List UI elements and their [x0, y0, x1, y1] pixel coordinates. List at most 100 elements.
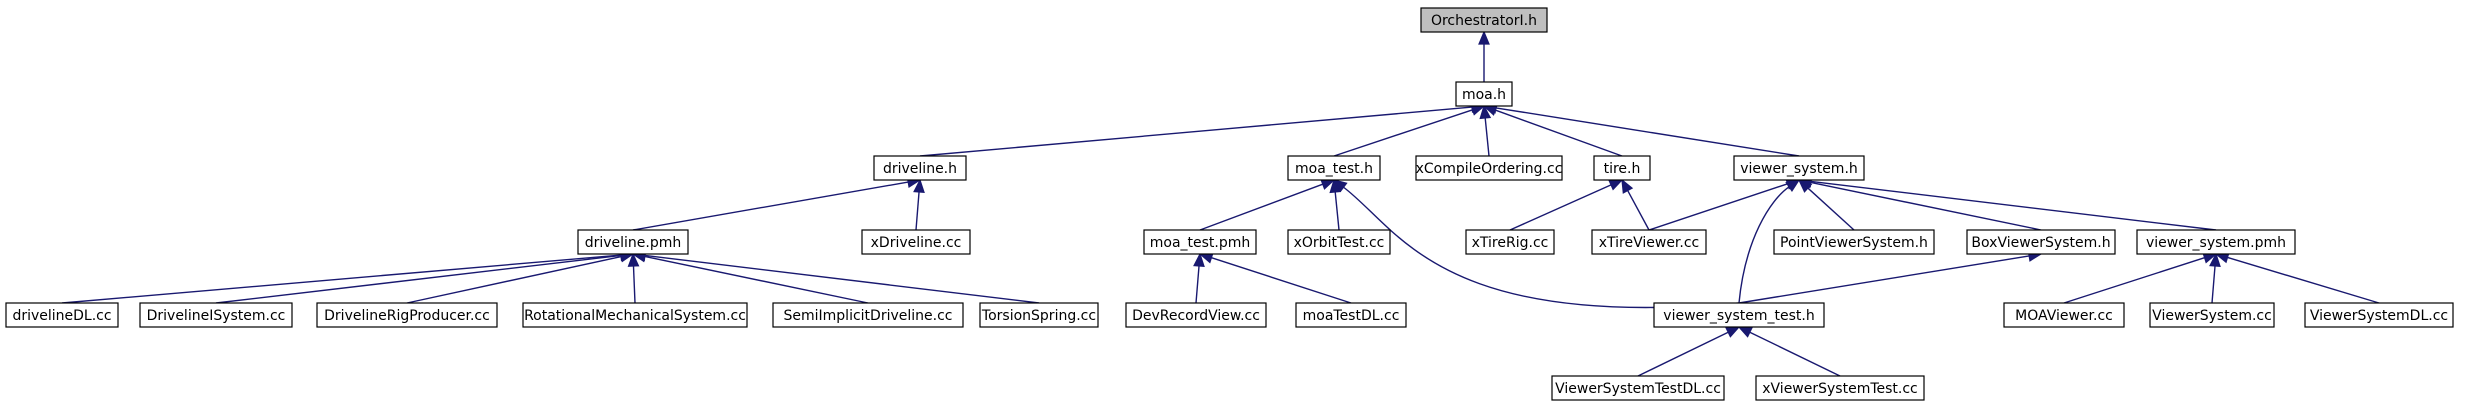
node-viewersystemdl[interactable]: ViewerSystemDL.cc	[2304, 302, 2454, 328]
node-label: moa_test.pmh	[1150, 235, 1251, 251]
edge-drivelinerig-to-driveline_pmh	[406, 250, 635, 304]
edge-line	[632, 181, 909, 231]
node-label: moa_test.h	[1295, 161, 1373, 177]
edge-line	[1343, 186, 1740, 309]
node-xviewersystemtest[interactable]: xViewerSystemTest.cc	[1755, 375, 1925, 401]
node-rotational[interactable]: RotationalMechanicalSystem.cc	[522, 302, 748, 328]
node-boxviewer[interactable]: BoxViewerSystem.h	[1966, 229, 2116, 255]
node-torsion[interactable]: TorsionSpring.cc	[979, 302, 1099, 328]
node-box	[316, 302, 498, 328]
node-box	[139, 302, 293, 328]
node-box	[1551, 375, 1725, 401]
node-label: driveline.pmh	[585, 235, 682, 251]
node-label: xTireRig.cc	[1472, 235, 1549, 251]
edge-xviewersystemtest-to-viewer_system_test_h	[1737, 326, 1841, 377]
node-xorbit[interactable]: xOrbitTest.cc	[1287, 229, 1391, 255]
edge-line	[1807, 187, 1855, 231]
node-box	[1287, 155, 1381, 181]
node-box	[577, 229, 689, 255]
node-box	[2304, 302, 2454, 328]
edge-viewersystemtestdl-to-viewer_system_test_h	[1637, 326, 1741, 377]
node-label: moaTestDL.cc	[1303, 308, 1400, 324]
node-drivelinedl[interactable]: drivelineDL.cc	[5, 302, 119, 328]
node-moatestdl[interactable]: moaTestDL.cc	[1295, 302, 1407, 328]
node-xtirerig[interactable]: xTireRig.cc	[1465, 229, 1555, 255]
node-moaviewer[interactable]: MOAViewer.cc	[2003, 302, 2125, 328]
node-label: ViewerSystem.cc	[2152, 308, 2272, 324]
node-label: BoxViewerSystem.h	[1971, 235, 2110, 251]
edge-line	[644, 255, 869, 304]
node-box	[1755, 375, 1925, 401]
edge-drivelinedl-to-driveline_pmh	[61, 249, 635, 304]
edge-line	[1810, 180, 2217, 231]
edge-line	[1637, 331, 1729, 377]
node-semiimplicit[interactable]: SemiImplicitDriveline.cc	[772, 302, 964, 328]
node-tire-h[interactable]: tire.h	[1593, 155, 1651, 181]
edge-arrowhead	[1193, 252, 1205, 268]
node-pointviewer[interactable]: PointViewerSystem.h	[1773, 229, 1935, 255]
node-box	[2003, 302, 2125, 328]
node-label: driveline.h	[883, 161, 957, 177]
edge-line	[1749, 331, 1841, 377]
node-moa-test-pmh[interactable]: moa_test.pmh	[1143, 229, 1257, 255]
node-box	[1287, 229, 1391, 255]
node-label: TorsionSpring.cc	[981, 308, 1096, 324]
node-orch: OrchestratorI.h	[1420, 7, 1548, 33]
edge-line	[1333, 109, 1473, 157]
edge-arrowhead	[1725, 326, 1741, 338]
edge-arrowhead	[1785, 179, 1801, 193]
node-viewer-system-test-h[interactable]: viewer_system_test.h	[1653, 302, 1825, 328]
node-label: viewer_system_test.h	[1663, 308, 1814, 324]
edge-xcompile-to-moa	[1479, 104, 1492, 157]
edge-layer	[61, 30, 2380, 377]
node-drivelinerig[interactable]: DrivelineRigProducer.cc	[316, 302, 498, 328]
edge-line	[915, 191, 920, 231]
node-label: DrivelineRigProducer.cc	[324, 308, 490, 324]
node-label: xCompileOrdering.cc	[1416, 161, 1563, 177]
edge-line	[919, 106, 1473, 157]
node-xdriveline[interactable]: xDriveline.cc	[861, 229, 971, 255]
node-devrecord[interactable]: DevRecordView.cc	[1125, 302, 1267, 328]
node-box	[1295, 302, 1407, 328]
edge-line	[2063, 257, 2205, 304]
node-moa[interactable]: moa.h	[1455, 81, 1513, 107]
node-driveline-h[interactable]: driveline.h	[873, 155, 967, 181]
node-xtireviewer[interactable]: xTireViewer.cc	[1591, 229, 1707, 255]
node-xcompile[interactable]: xCompileOrdering.cc	[1415, 155, 1563, 181]
edge-xdriveline-to-driveline_h	[913, 178, 925, 231]
node-drivelinesystem[interactable]: DrivelineISystem.cc	[139, 302, 293, 328]
edge-semiimplicit-to-driveline_pmh	[631, 250, 869, 304]
node-box	[1465, 229, 1555, 255]
edge-drivelinesystem-to-driveline_pmh	[215, 249, 635, 304]
node-box	[1733, 155, 1865, 181]
node-viewer-system-h[interactable]: viewer_system.h	[1733, 155, 1865, 181]
edge-moa_test_pmh-to-moa_test_h	[1199, 178, 1336, 231]
edge-xtireviewer-to-tire_h	[1621, 178, 1650, 231]
node-box	[1773, 229, 1935, 255]
node-driveline-pmh[interactable]: driveline.pmh	[577, 229, 689, 255]
edge-driveline_h-to-moa	[919, 101, 1486, 157]
edge-xtireviewer-to-viewer_system_h	[1648, 178, 1801, 231]
edge-line	[1211, 257, 1352, 304]
node-viewersystemtestdl[interactable]: ViewerSystemTestDL.cc	[1551, 375, 1725, 401]
edge-line	[1334, 191, 1340, 231]
node-box	[5, 302, 119, 328]
node-viewer-system-pmh[interactable]: viewer_system.pmh	[2136, 229, 2296, 255]
edge-arrowhead	[1478, 30, 1490, 45]
edge-moa-to-orch	[1478, 30, 1490, 82]
node-label: DevRecordView.cc	[1132, 308, 1260, 324]
edge-line	[1495, 107, 1800, 157]
edge-viewer_system_h-to-moa	[1482, 102, 1800, 157]
node-viewersystemcc[interactable]: ViewerSystem.cc	[2149, 302, 2275, 328]
edge-line	[1495, 109, 1623, 157]
edge-line	[1810, 181, 2042, 231]
node-moa-test-h[interactable]: moa_test.h	[1287, 155, 1381, 181]
edge-line	[1738, 255, 2030, 304]
edge-arrowhead	[1332, 179, 1348, 193]
edge-line	[1627, 190, 1650, 231]
node-box	[1455, 81, 1513, 107]
edge-viewer_system_test_h-to-viewer_system_h	[1738, 179, 1801, 304]
node-label: DrivelineISystem.cc	[147, 308, 286, 324]
node-box	[1966, 229, 2116, 255]
